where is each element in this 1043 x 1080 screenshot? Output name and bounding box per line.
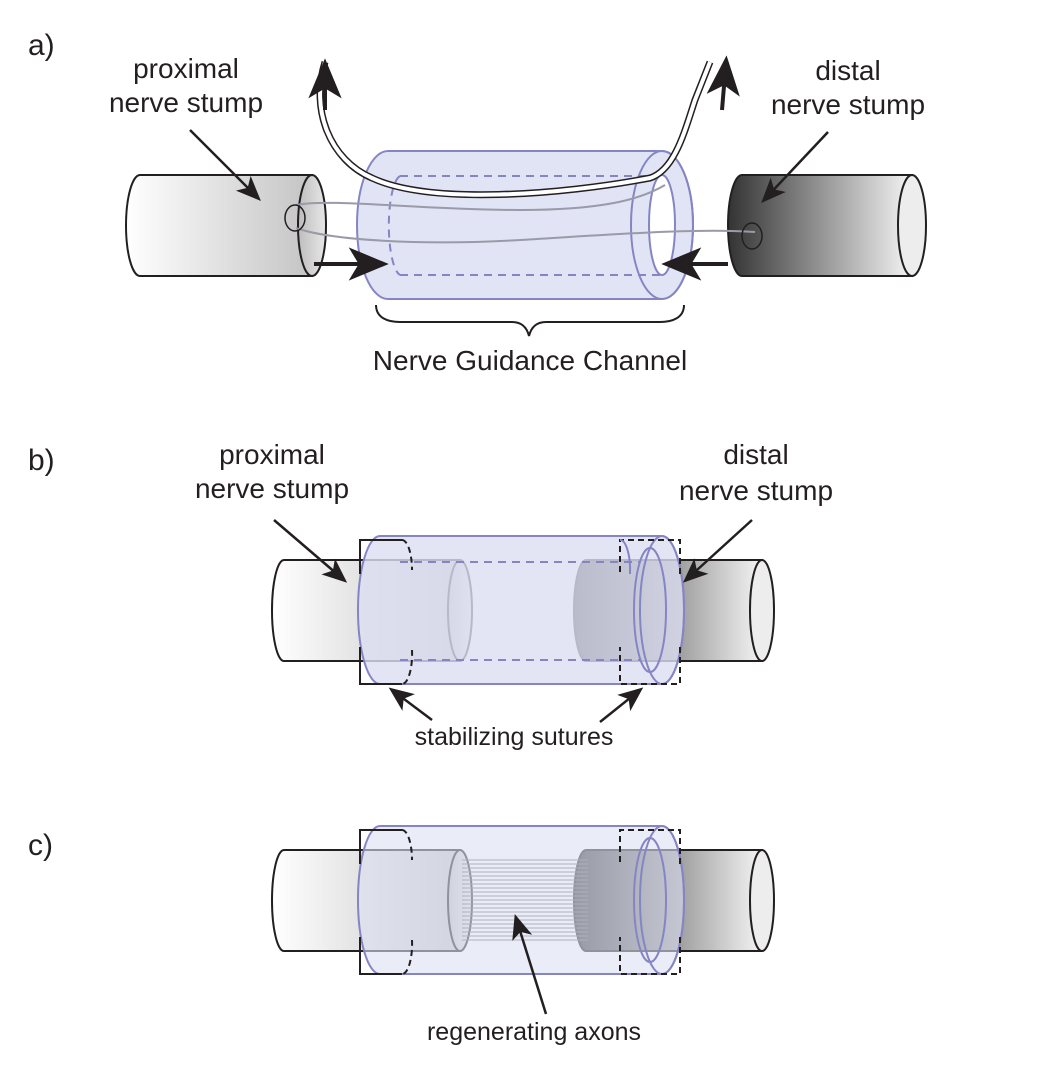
panel-b-guidance-channel bbox=[357, 535, 685, 685]
arrow-suture-right bbox=[599, 687, 644, 723]
panel-c-axons-label: regenerating axons bbox=[427, 1018, 641, 1046]
panel-b-distal-label-2: nerve stump bbox=[679, 475, 833, 506]
panel-a-arrows bbox=[189, 55, 829, 281]
panel-c-guidance-channel bbox=[357, 825, 685, 975]
panel-a-proximal-stump bbox=[125, 174, 327, 277]
panel-c-letter: c) bbox=[28, 829, 53, 862]
panel-b-distal-label-1: distal bbox=[723, 439, 788, 470]
panel-b: b) bbox=[28, 439, 833, 751]
arrow-proximal-label bbox=[273, 519, 348, 583]
arrow-proximal-label bbox=[189, 129, 261, 201]
panel-a-distal-label-2: nerve stump bbox=[771, 89, 925, 120]
arrow-up-right bbox=[706, 55, 740, 111]
panel-a-letter: a) bbox=[28, 29, 55, 62]
panel-b-proximal-label-1: proximal bbox=[219, 439, 325, 470]
arrow-distal-label bbox=[682, 519, 753, 583]
panel-a-proximal-label-2: nerve stump bbox=[109, 87, 263, 118]
panel-a-channel-label: Nerve Guidance Channel bbox=[373, 345, 687, 376]
panel-c: c) regenerating axons bbox=[28, 825, 775, 1046]
panel-a-proximal-label-1: proximal bbox=[133, 53, 239, 84]
panel-b-letter: b) bbox=[28, 444, 55, 477]
arrow-distal-label bbox=[761, 131, 829, 204]
panel-a-sutures bbox=[284, 60, 763, 250]
panel-b-sutures bbox=[359, 538, 681, 686]
panel-a-brace bbox=[375, 304, 685, 337]
panel-b-sutures-label: stabilizing sutures bbox=[415, 723, 614, 751]
panel-b-arrows bbox=[273, 519, 753, 723]
panel-a-guidance-channel bbox=[356, 150, 694, 300]
arrow-suture-left bbox=[388, 687, 433, 721]
panel-b-proximal-label-2: nerve stump bbox=[195, 473, 349, 504]
arrow-axons-label bbox=[512, 914, 548, 1015]
panel-a-distal-label-1: distal bbox=[815, 55, 880, 86]
panel-c-sutures bbox=[359, 829, 681, 976]
panel-a: a) bbox=[28, 29, 927, 376]
